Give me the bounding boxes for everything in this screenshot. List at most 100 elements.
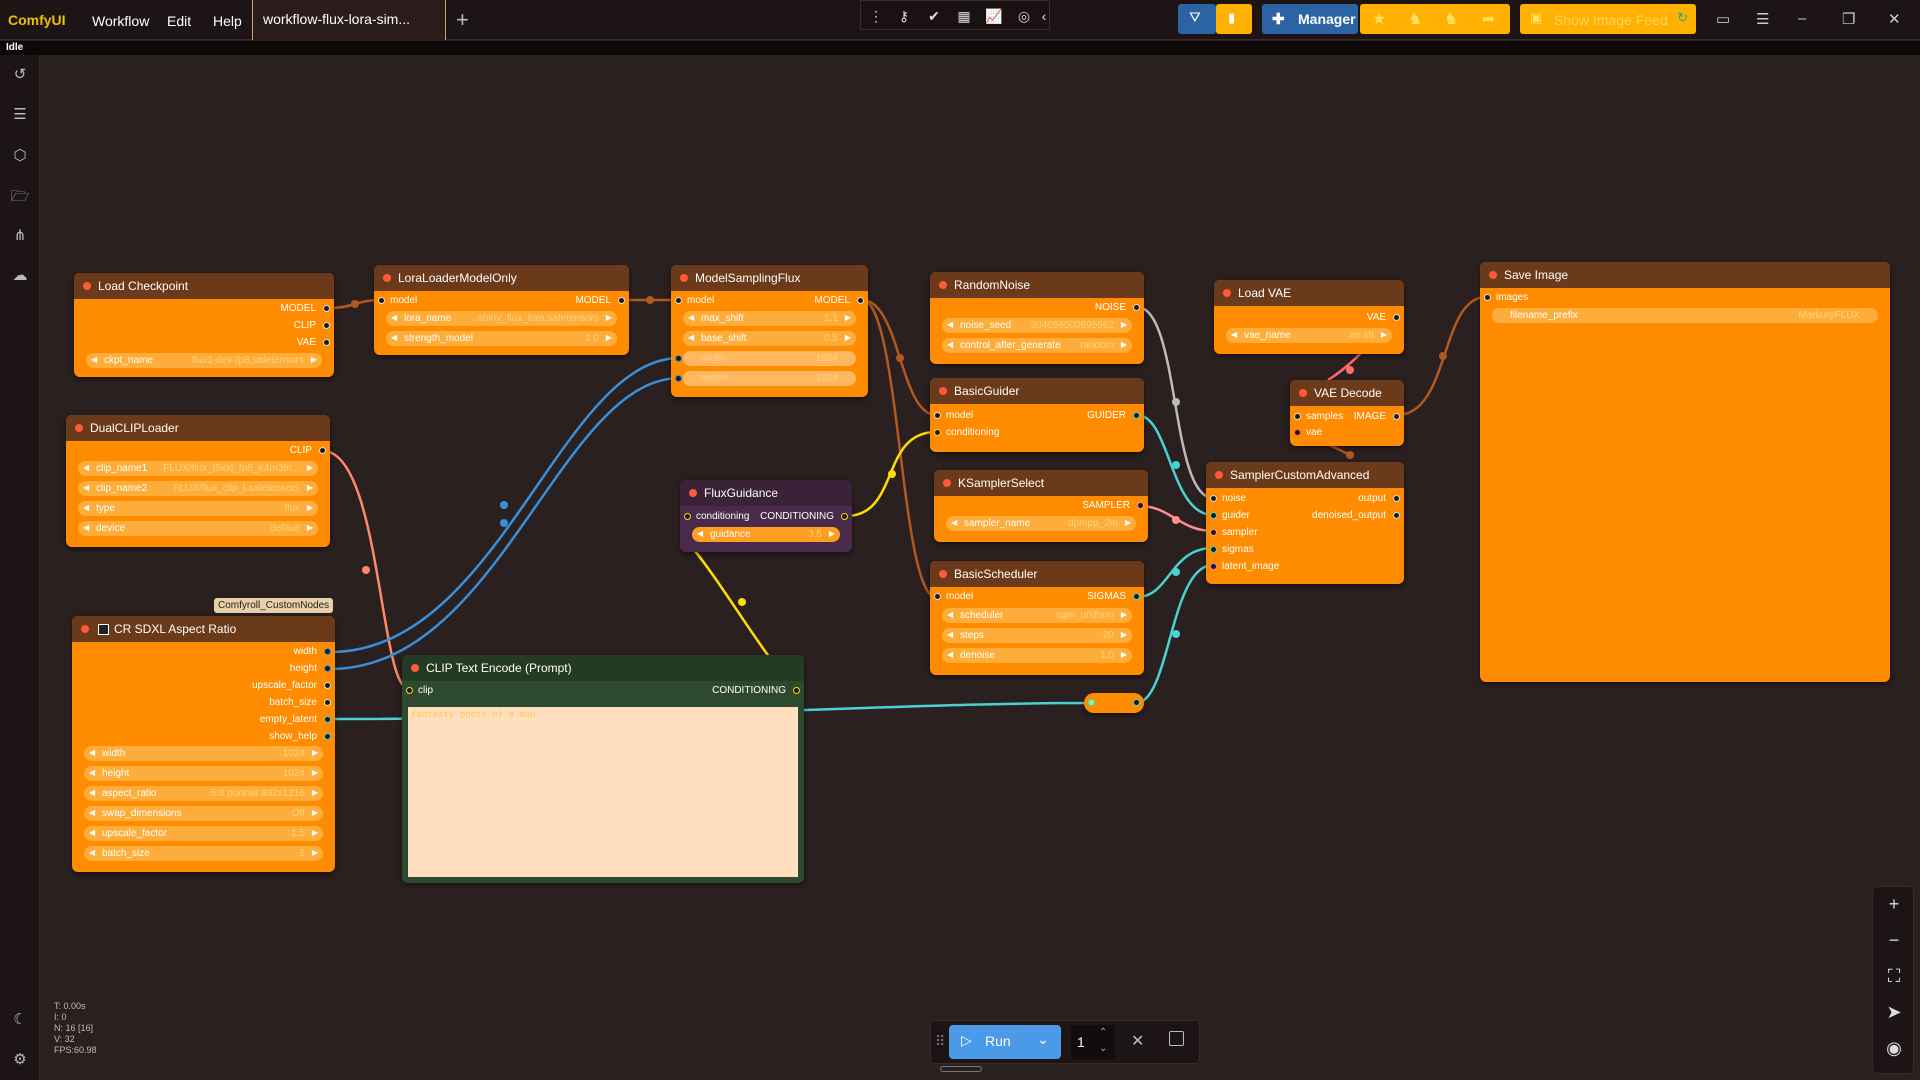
node-title[interactable]: RandomNoise xyxy=(930,272,1144,298)
node-title[interactable]: Save Image xyxy=(1480,262,1890,288)
workflow-tab[interactable]: workflow-flux-lora-sim... xyxy=(252,0,446,40)
menu-workflow[interactable]: Workflow xyxy=(92,13,150,29)
table-icon[interactable]: ▦ xyxy=(957,8,971,24)
output-sigmas-socket[interactable] xyxy=(1133,593,1140,600)
dots-icon[interactable]: ⋮ xyxy=(869,8,883,24)
input-noise-socket[interactable] xyxy=(1210,495,1217,502)
node-title[interactable]: DualCLIPLoader xyxy=(66,415,330,441)
maximize-icon[interactable]: ❐ xyxy=(1842,11,1856,28)
drag-handle-icon[interactable]: ⠿ xyxy=(935,1033,946,1049)
fit-view-icon[interactable]: ⛶ xyxy=(1887,966,1901,986)
output-model-socket[interactable] xyxy=(323,305,330,312)
input-latent-socket[interactable] xyxy=(1210,563,1217,570)
input-conditioning-socket[interactable] xyxy=(684,513,691,520)
input-conditioning-socket[interactable] xyxy=(934,429,941,436)
node-lora-loader[interactable]: LoraLoaderModelOnly model MODEL lora_nam… xyxy=(374,265,629,355)
output-vae-socket[interactable] xyxy=(1393,314,1400,321)
node-dual-clip-loader[interactable]: DualCLIPLoader CLIP clip_name1FLUX/flux_… xyxy=(66,415,330,547)
node-random-noise[interactable]: RandomNoise NOISE noise_seed304056500695… xyxy=(930,272,1144,364)
reroute-node[interactable] xyxy=(1084,693,1144,713)
input-clip-socket[interactable] xyxy=(406,687,413,694)
horse-alt-icon[interactable]: ♞ xyxy=(1444,11,1459,28)
output-denoised-socket[interactable] xyxy=(1393,512,1400,519)
output-guider-socket[interactable] xyxy=(1133,412,1140,419)
output-sampler-socket[interactable] xyxy=(1137,502,1144,509)
star-icon[interactable]: ★ xyxy=(1372,11,1387,28)
key-icon[interactable]: ⚷ xyxy=(898,8,910,24)
output-width-socket[interactable] xyxy=(324,648,331,655)
node-title[interactable]: CLIP Text Encode (Prompt) xyxy=(402,655,804,681)
node-clip-text-encode[interactable]: CLIP Text Encode (Prompt) clip CONDITION… xyxy=(402,655,804,883)
output-conditioning-socket[interactable] xyxy=(793,687,800,694)
input-samples-socket[interactable] xyxy=(1294,413,1301,420)
checkbox-icon[interactable] xyxy=(98,624,109,635)
output-latent-socket[interactable] xyxy=(324,716,331,723)
input-images-socket[interactable] xyxy=(1484,294,1491,301)
output-output-socket[interactable] xyxy=(1393,495,1400,502)
toggle-visibility-icon[interactable]: ◉ xyxy=(1886,1038,1902,1058)
history-icon[interactable]: ↺ xyxy=(13,66,27,83)
model-cube-icon[interactable]: ⬡ xyxy=(13,147,27,164)
input-sigmas-socket[interactable] xyxy=(1210,546,1217,553)
node-title[interactable]: VAE Decode xyxy=(1290,380,1404,406)
node-cr-sdxl-aspect-ratio[interactable]: CR SDXL Aspect Ratio width height upscal… xyxy=(72,616,335,872)
manager-button[interactable]: ✚ Manager xyxy=(1262,4,1358,34)
input-vae-socket[interactable] xyxy=(1294,429,1301,436)
node-ksampler-select[interactable]: KSamplerSelect SAMPLER sampler_namedpmpp… xyxy=(934,470,1148,542)
input-guider-socket[interactable] xyxy=(1210,512,1217,519)
output-help-socket[interactable] xyxy=(324,733,331,740)
check-circle-icon[interactable]: ✔ xyxy=(928,8,940,24)
settings-gear-icon[interactable]: ⚙ xyxy=(13,1051,27,1068)
node-title[interactable]: CR SDXL Aspect Ratio xyxy=(72,616,335,642)
input-height-socket[interactable] xyxy=(675,375,682,382)
input-width-socket[interactable] xyxy=(675,355,682,362)
node-title[interactable]: Load Checkpoint xyxy=(74,273,334,299)
workflow-share-button[interactable]: ⛛ xyxy=(1178,4,1216,34)
output-model-socket[interactable] xyxy=(857,297,864,304)
pointer-mode-icon[interactable]: ➤ xyxy=(1886,1002,1902,1022)
node-basic-guider[interactable]: BasicGuider model GUIDER conditioning xyxy=(930,378,1144,452)
output-upscale-socket[interactable] xyxy=(324,682,331,689)
menu-help[interactable]: Help xyxy=(213,13,242,29)
run-button[interactable]: ▷ Run ⌄ xyxy=(949,1025,1061,1059)
node-model-sampling-flux[interactable]: ModelSamplingFlux model MODEL max_shift1… xyxy=(671,265,868,397)
node-title[interactable]: LoraLoaderModelOnly xyxy=(374,265,629,291)
zoom-out-icon[interactable]: − xyxy=(1888,930,1900,950)
chart-icon[interactable]: 📈 xyxy=(985,8,1003,24)
output-height-socket[interactable] xyxy=(324,665,331,672)
show-image-feed-button[interactable]: ▣ Show Image Feed ↻ xyxy=(1520,4,1696,34)
app-logo[interactable]: ComfyUI xyxy=(8,12,66,28)
cancel-icon[interactable]: ✕ xyxy=(1131,1033,1145,1050)
input-sampler-socket[interactable] xyxy=(1210,529,1217,536)
folder-icon[interactable]: 🗁 xyxy=(10,188,30,205)
output-vae-socket[interactable] xyxy=(323,339,330,346)
node-title[interactable]: BasicScheduler xyxy=(930,561,1144,587)
minimize-icon[interactable]: – xyxy=(1798,10,1807,27)
node-title[interactable]: SamplerCustomAdvanced xyxy=(1206,462,1404,488)
bookmark-button[interactable]: ▮ xyxy=(1216,4,1252,34)
node-title[interactable]: FluxGuidance xyxy=(680,480,852,506)
output-noise-socket[interactable] xyxy=(1133,304,1140,311)
input-model-socket[interactable] xyxy=(675,297,682,304)
widget-clip-name1[interactable]: clip_name1FLUX/flux_t5xxl_fp8_e4m3fn... xyxy=(78,461,318,476)
batch-count-input[interactable]: 1 ⌃ ⌄ xyxy=(1071,1025,1115,1059)
reroute-output-socket[interactable] xyxy=(1133,699,1140,706)
chevron-down-icon[interactable]: ⌄ xyxy=(1037,1031,1049,1047)
node-title[interactable]: BasicGuider xyxy=(930,378,1144,404)
